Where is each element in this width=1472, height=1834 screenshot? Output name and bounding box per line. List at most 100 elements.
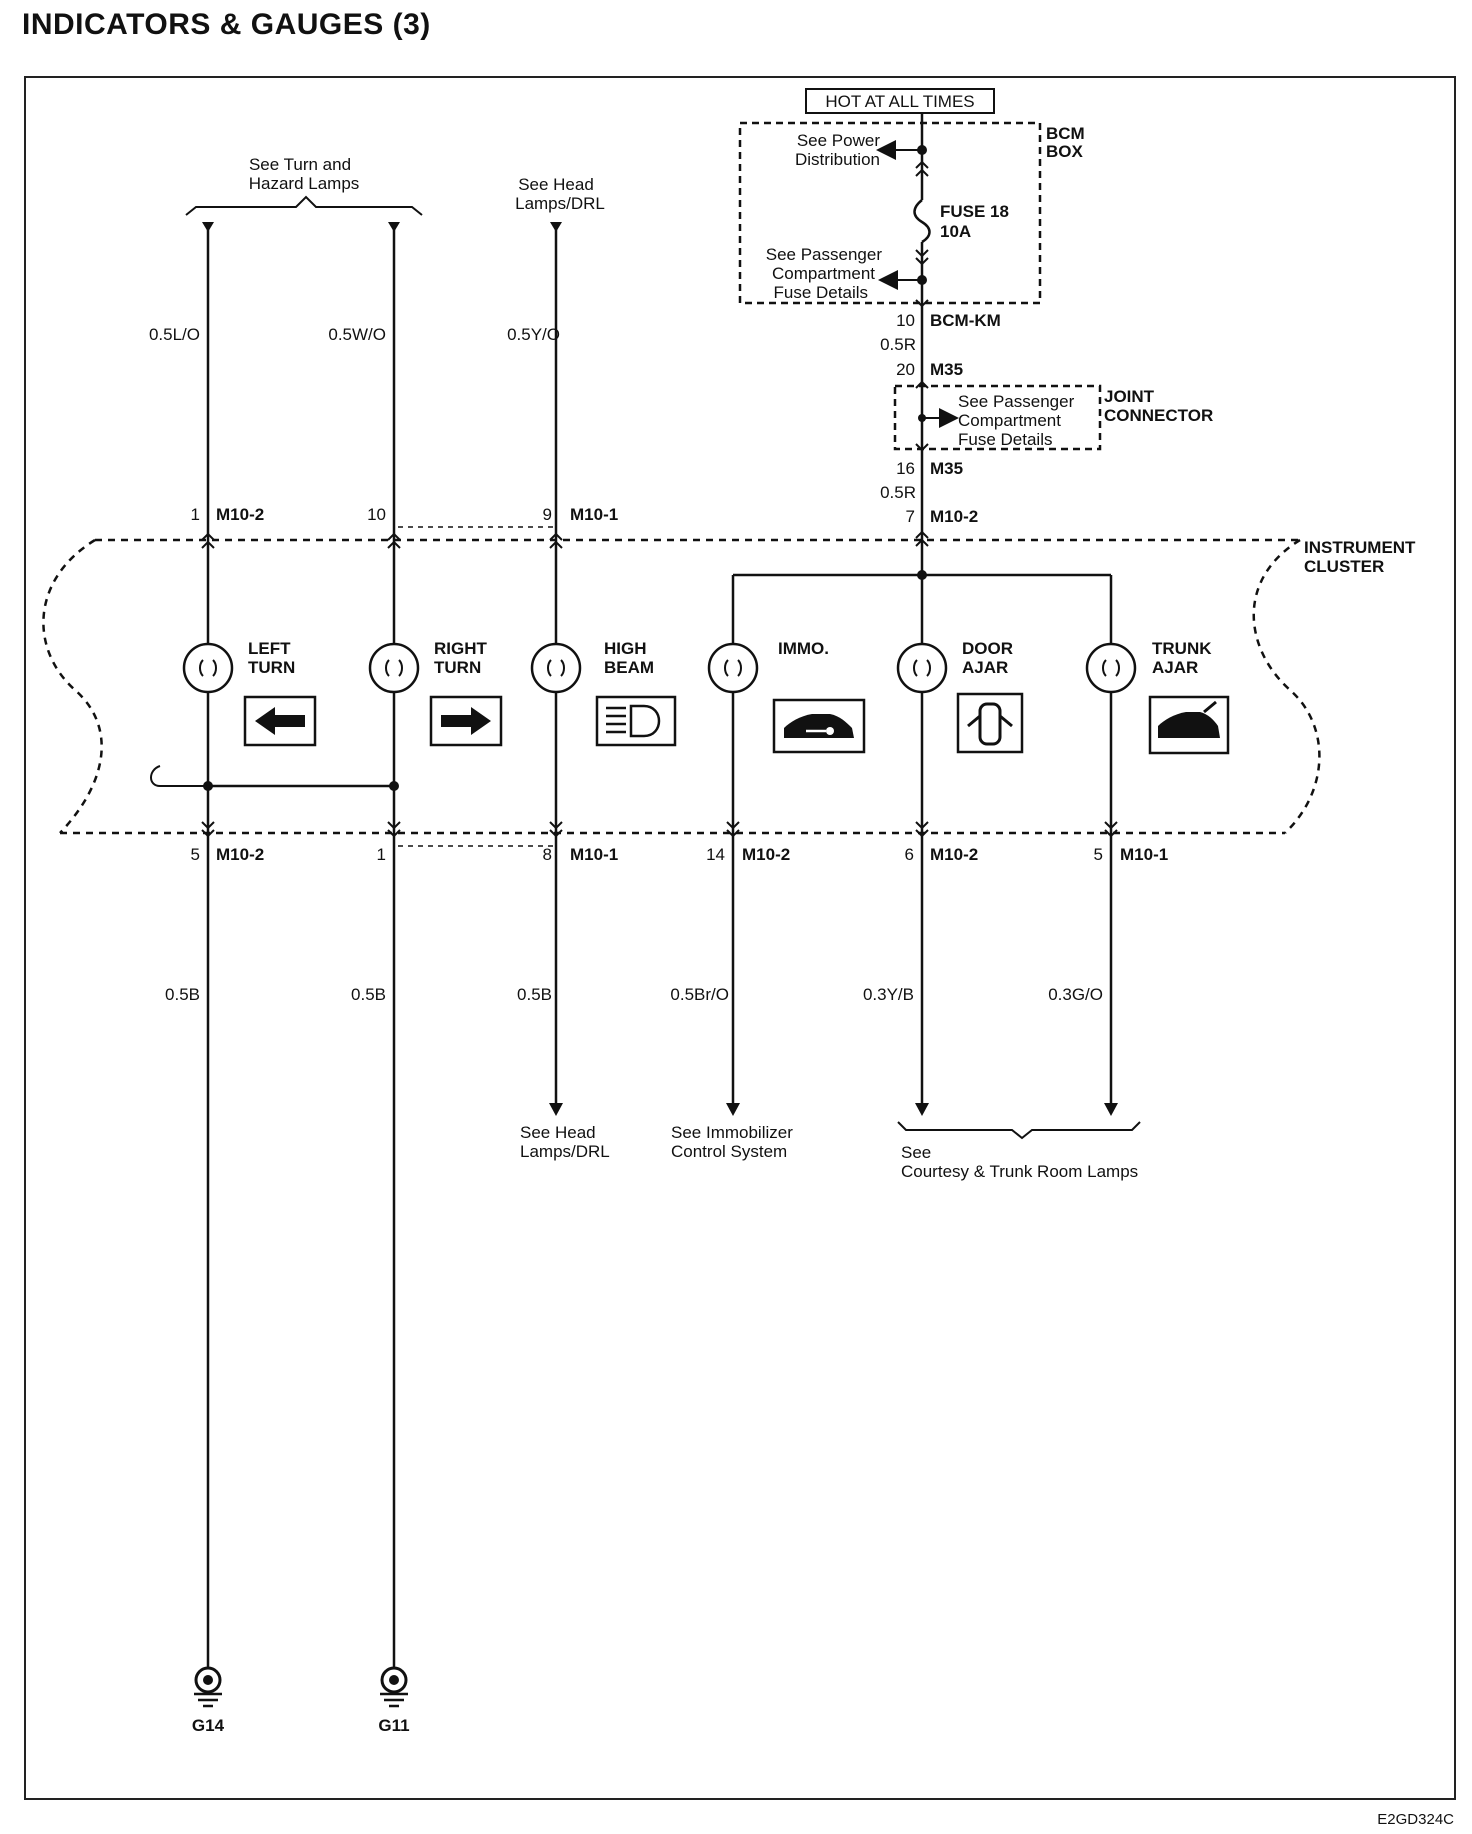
ground-label: G14 [192,1716,225,1735]
lamp-label-2: TURN [434,658,481,677]
instrument-cluster-label-2: CLUSTER [1304,557,1384,576]
fuse-icon [913,199,931,244]
lamp-label-2: AJAR [1152,658,1198,677]
turn-hazard-ref-2: Hazard Lamps [249,174,360,193]
ground-icon-center [203,1675,213,1685]
m35-top-pin: 20 [896,360,915,379]
terminal-arrow-icon [1104,1103,1118,1116]
connector-chevron-icon [387,821,401,838]
connector-chevron-icon [915,443,929,452]
bcm-connector: BCM-KM [930,311,1001,330]
bcm-box-label-2: BOX [1046,142,1084,161]
bottom-connector: M10-2 [742,845,790,864]
power-distribution-label-1: See Power [797,131,880,150]
headlamp-lens-shape [629,704,661,738]
terminal-arrow-icon [549,1103,563,1116]
column-right-turn: 0.5W/O 10 RIGHT TURN 1 0.5B G11 [328,222,503,1735]
wire-color-bottom: 0.5Br/O [670,985,729,1004]
bottom-connector: M10-1 [1120,845,1168,864]
bulb-filament-icon [199,659,217,677]
figure-code: E2GD324C [1377,1811,1454,1828]
lamp-label-1: RIGHT [434,639,488,658]
bottom-connector: M10-2 [216,845,264,864]
bulb-icon [896,642,948,694]
turn-hazard-ref-1: See Turn and [249,155,351,174]
diagram-frame [24,76,1456,1800]
column-trunk-ajar: TRUNK AJAR 5 M10-1 0.3G/O [1048,575,1230,1116]
wire-color-bottom: 0.3Y/B [863,985,914,1004]
bulb-filament-icon [547,659,565,677]
terminal-arrow-icon [726,1103,740,1116]
head-lamps-top-ref-1: See Head [518,175,594,194]
wire-color-top: 0.5L/O [149,325,200,344]
joint-passenger-label-3: Fuse Details [958,430,1052,449]
column-left-turn: 0.5L/O 1 M10-2 LEFT TURN 5 M10-2 0.5B G1… [149,222,317,1735]
wire-color-bottom: 0.5B [517,985,552,1004]
left-arrow-shape [255,707,305,735]
fuse-label-1: FUSE 18 [940,202,1009,221]
connector-chevron-icon [726,821,740,838]
ground-icon-center [389,1675,399,1685]
connector-chevron-icon [387,532,401,549]
lamp-label-2: TURN [248,658,295,677]
car-silhouette-shape [1158,712,1220,738]
joint-passenger-label-2: Compartment [958,411,1061,430]
trunk-lid-shape [1203,700,1217,714]
bulb-filament-icon [385,659,403,677]
lamp-label-1: LEFT [248,639,291,658]
destination-label-1: See Immobilizer [671,1123,793,1142]
joint-connector-box [893,384,1102,451]
m35-bottom-connector: M35 [930,459,963,478]
bulb-filament-icon [913,659,931,677]
m35-bottom-pin: 16 [896,459,915,478]
turn-hazard-brace [185,195,423,216]
top-connector: M10-2 [216,505,264,524]
cluster-in-connector: M10-2 [930,507,978,526]
bottom-pin: 5 [1094,845,1103,864]
courtesy-brace [897,1121,1141,1140]
m35-top-connector: M35 [930,360,963,379]
bcm-pin: 10 [896,311,915,330]
bottom-pin: 8 [543,845,552,864]
bulb-filament-icon [1102,659,1120,677]
connector-chevron-icon [201,821,215,838]
headlamp-beam-lines [606,706,626,734]
bottom-pin: 1 [377,845,386,864]
key-head-shape [826,727,834,735]
column-high-beam: 0.5Y/O 9 M10-1 HIGH BEAM 8 M10-1 0.5B Se… [507,222,677,1161]
joint-passenger-label-1: See Passenger [958,392,1075,411]
cluster-in-pin: 7 [906,507,915,526]
top-pin: 10 [367,505,386,524]
connector-chevron-icon [915,299,929,308]
top-pin: 1 [191,505,200,524]
terminal-arrow-icon [915,1103,929,1116]
destination-label-2: Control System [671,1142,787,1161]
lamp-label-1: HIGH [604,639,647,658]
top-connector: M10-1 [570,505,618,524]
wire-color-bottom: 0.3G/O [1048,985,1103,1004]
connector-chevron-icon [549,532,563,549]
ground-label: G11 [378,1716,409,1735]
wire-color-bottom: 0.5B [165,985,200,1004]
bulb-icon [530,642,582,694]
cluster-continuation-hook [150,765,208,787]
destination-label-2: Lamps/DRL [520,1142,610,1161]
lamp-label-2: AJAR [962,658,1008,677]
joint-connector-label-2: CONNECTOR [1104,406,1213,425]
passenger-fuse-label-2: Compartment [772,264,875,283]
wire-color-power-1: 0.5R [880,335,916,354]
passenger-fuse-label-3: Fuse Details [774,283,868,302]
lamp-label-1: IMMO. [778,639,829,658]
bulb-icon [182,642,234,694]
bulb-filament-icon [724,659,742,677]
column-immo: IMMO. 14 M10-2 0.5Br/O See Immobilizer C… [670,575,866,1161]
connector-chevron-icon [915,530,929,547]
instrument-cluster-label-1: INSTRUMENT [1304,538,1416,557]
open-doors-shape [967,714,1013,728]
lamp-label-2: BEAM [604,658,654,677]
bottom-pin: 6 [905,845,914,864]
hot-at-all-times-label: HOT AT ALL TIMES [825,92,974,111]
bulb-icon [707,642,759,694]
connector-chevron-icon [201,532,215,549]
ground-symbol-icon [380,1692,408,1708]
